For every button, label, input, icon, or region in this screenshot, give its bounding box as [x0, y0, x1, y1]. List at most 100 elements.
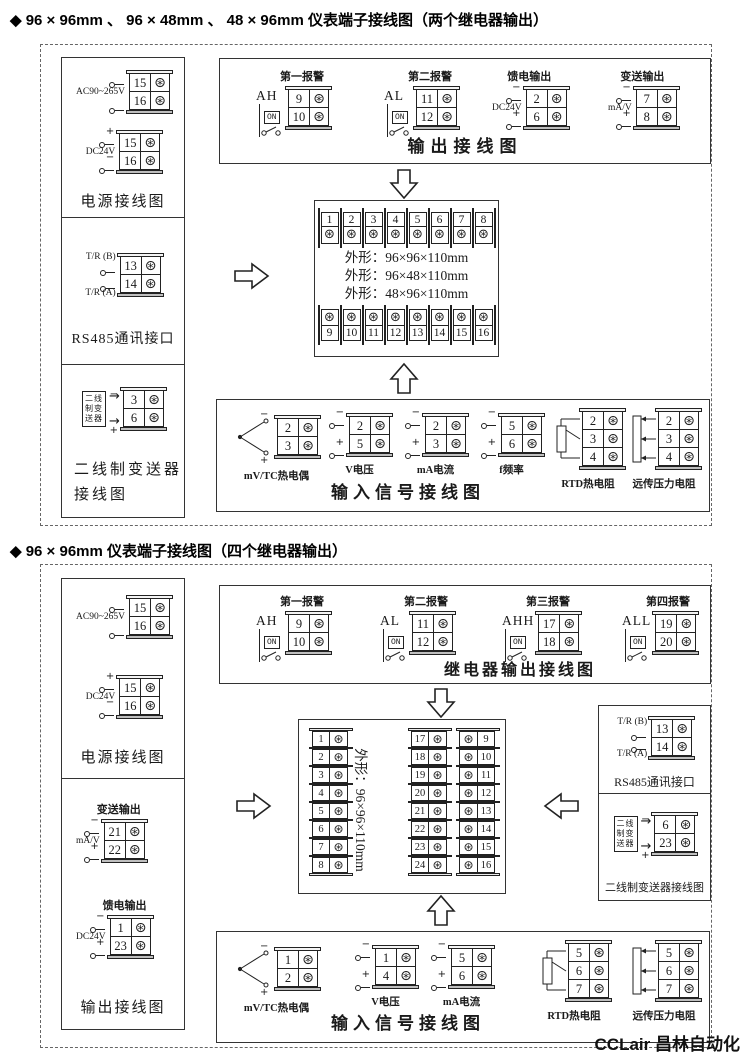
arrow-right-char: →	[640, 814, 652, 829]
terminal-number: 22	[103, 840, 126, 859]
terminal-number: 16	[119, 695, 142, 715]
terminal-number: 4	[375, 966, 397, 985]
terminal-block: 2⊛6⊛	[522, 86, 570, 130]
terminal-cap	[655, 998, 702, 1002]
terminal-post	[339, 208, 342, 248]
terminal-row: 16⊛	[119, 695, 161, 715]
terminal-post	[427, 208, 430, 248]
dimension-line: 外形：96×48×110mm	[344, 268, 469, 283]
terminal-number: 2	[425, 416, 447, 435]
terminal-row: 23⊛	[109, 936, 151, 955]
terminal-number: 11	[364, 326, 383, 341]
terminal-cap	[522, 126, 570, 130]
terminal-row: 3⊛	[658, 429, 699, 448]
section2-left-column: AC90~265V 15⊛16⊛ + DC24V − 15⊛16⊛ 电源接线图	[61, 577, 185, 1030]
group-title: 变送输出	[96, 804, 141, 816]
terminal-number: 11	[412, 614, 434, 633]
output-box-caption: 输出接线图	[80, 1000, 166, 1016]
minus-sign: −	[487, 407, 496, 418]
terminal-post	[408, 747, 452, 749]
terminal-number: 7	[452, 212, 471, 227]
alarm-name: AL	[384, 88, 404, 103]
terminal-number: 5	[451, 948, 473, 967]
svg-text:−: −	[260, 942, 268, 952]
terminal-cell: ⊛10	[342, 309, 361, 341]
terminal-row: 2⊛	[658, 411, 699, 430]
terminal-cell: ⊛11	[364, 309, 383, 341]
terminal-block: 11⊛12⊛	[409, 611, 456, 655]
terminal-row: 12⊛	[416, 107, 457, 126]
switch-on-label: ON	[388, 636, 404, 649]
terminal-row: 9⊛	[288, 89, 329, 108]
rs485-box-caption: RS485通讯接口	[71, 332, 175, 347]
transmitter-group: 二线制变送器 −→ →+ 3⊛6⊛	[62, 365, 184, 435]
alarm-switch: AHH ON	[500, 613, 534, 662]
wire-icon	[405, 451, 421, 459]
terminal-number: 3	[122, 389, 145, 409]
wire-icon	[89, 951, 106, 959]
terminal-column-1: 1⊛2⊛3⊛4⊛5⊛6⊛7⊛8⊛	[309, 728, 353, 876]
terminal-row: 6⊛	[568, 961, 609, 980]
minus-sign: −	[105, 696, 115, 708]
terminal-row: 20⊛	[655, 632, 697, 651]
terminal-number: 10	[477, 749, 495, 765]
terminal-cell: ⊛12	[386, 309, 405, 341]
terminal-post	[309, 747, 353, 749]
plus-sign: +	[622, 108, 631, 119]
terminal-row: 6⊛	[312, 821, 350, 837]
wire-icon	[99, 140, 115, 148]
terminal-row: 13⊛	[119, 256, 161, 275]
terminal-post	[493, 305, 496, 345]
screw-icon: ⊛	[429, 821, 447, 837]
terminal-number: 3	[658, 429, 680, 448]
group-label: DC24V	[76, 932, 106, 942]
screw-icon: ⊛	[429, 857, 447, 873]
terminal-number: 21	[411, 803, 429, 819]
wire-icon	[99, 685, 115, 693]
wire-icon	[83, 829, 100, 837]
terminal-cell: ⊛16	[474, 309, 493, 341]
terminal-cap	[565, 998, 612, 1002]
screw-icon: ⊛	[371, 434, 390, 453]
screw-icon: ⊛	[676, 815, 696, 834]
terminal-row: 22⊛	[411, 821, 449, 837]
section1-title: ◆ 96 × 96mm 、 96 × 48mm 、 48 × 96mm 仪表端子…	[10, 12, 548, 29]
terminal-row: 6⊛	[122, 407, 164, 427]
screw-icon: ⊛	[408, 309, 427, 326]
terminal-post	[493, 208, 496, 248]
terminal-cell: ⊛15	[452, 309, 471, 341]
terminal-block: 2⊛3⊛4⊛	[655, 408, 702, 470]
wire-icon	[615, 122, 632, 130]
screw-icon: ⊛	[125, 840, 145, 859]
screw-icon: ⊛	[604, 429, 623, 448]
terminal-number: 15	[452, 326, 471, 341]
screw-icon: ⊛	[144, 389, 164, 409]
screw-icon: ⊛	[474, 309, 493, 326]
terminal-cap	[285, 651, 332, 655]
terminal-cap	[106, 955, 154, 959]
feed-output-group: 馈电输出 − DC24V + 1⊛23⊛	[76, 897, 154, 959]
screw-icon: ⊛	[430, 309, 449, 326]
screw-icon: ⊛	[330, 821, 348, 837]
terminal-row: 24⊛	[411, 857, 449, 873]
terminal-cap	[274, 987, 321, 991]
terminal-post	[408, 783, 452, 785]
terminal-row: ⊛12	[459, 785, 497, 801]
terminal-row: ⊛16	[459, 857, 497, 873]
feed-output-group: 馈电输出 − DC24V + 2⊛6⊛	[492, 68, 570, 130]
screw-icon: ⊛	[429, 839, 447, 855]
screw-icon: ⊛	[459, 821, 477, 837]
screw-icon: ⊛	[131, 918, 151, 937]
terminal-cap	[125, 634, 173, 639]
terminal-post	[449, 208, 452, 248]
terminal-strip-top: 1⊛2⊛3⊛4⊛5⊛6⊛7⊛8⊛	[315, 208, 498, 248]
terminal-row: 22⊛	[103, 840, 145, 859]
terminal-number: 5	[568, 943, 590, 962]
wire-icon	[355, 983, 371, 991]
dc-power-group: + DC24V − 15⊛16⊛	[62, 639, 184, 719]
screw-icon: ⊛	[397, 966, 416, 985]
screw-icon: ⊛	[459, 749, 477, 765]
terminal-row: 7⊛	[635, 89, 677, 108]
screw-icon: ⊛	[125, 822, 145, 841]
terminal-row: ⊛13	[459, 803, 497, 819]
